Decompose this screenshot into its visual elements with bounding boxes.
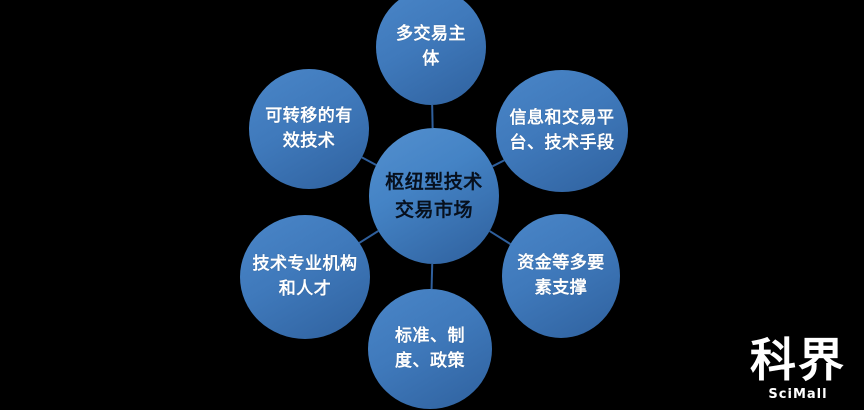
satellite-node-funding-and-multi-element-support[interactable]: 资金等多要素支撑 — [502, 214, 620, 338]
hub-node-label: 枢纽型技术交易市场 — [385, 170, 483, 222]
satellite-node-multi-trading-entities[interactable]: 多交易主体 — [376, 0, 486, 105]
watermark-brand-text: SciMall — [768, 387, 828, 402]
satellite-node-label: 多交易主体 — [396, 24, 466, 69]
watermark: 科界 SciMall — [750, 337, 846, 402]
connector-hub-to-funding-and-multi-element-support — [489, 230, 511, 245]
satellite-node-label: 资金等多要素支撑 — [517, 253, 605, 298]
hub-node-central-market[interactable]: 枢纽型技术交易市场 — [369, 128, 499, 264]
satellite-node-label: 信息和交易平台、技术手段 — [509, 108, 615, 153]
satellite-node-information-and-trading-platform[interactable]: 信息和交易平台、技术手段 — [496, 70, 628, 192]
satellite-node-transferable-effective-technology[interactable]: 可转移的有效技术 — [249, 69, 369, 189]
watermark-logo-text: 科界 — [750, 333, 846, 387]
satellite-node-label: 可转移的有效技术 — [265, 106, 353, 151]
connector-hub-to-standards-systems-policies — [430, 263, 434, 290]
connector-hub-to-information-and-trading-platform — [492, 159, 505, 168]
connector-hub-to-transferable-effective-technology — [361, 156, 377, 166]
satellite-node-standards-systems-policies[interactable]: 标准、制度、政策 — [368, 289, 492, 409]
satellite-node-label: 技术专业机构和人才 — [252, 254, 358, 299]
connector-hub-to-technical-institutions-and-talent — [358, 230, 379, 244]
satellite-node-technical-institutions-and-talent[interactable]: 技术专业机构和人才 — [240, 215, 370, 339]
satellite-node-label: 标准、制度、政策 — [395, 326, 465, 371]
